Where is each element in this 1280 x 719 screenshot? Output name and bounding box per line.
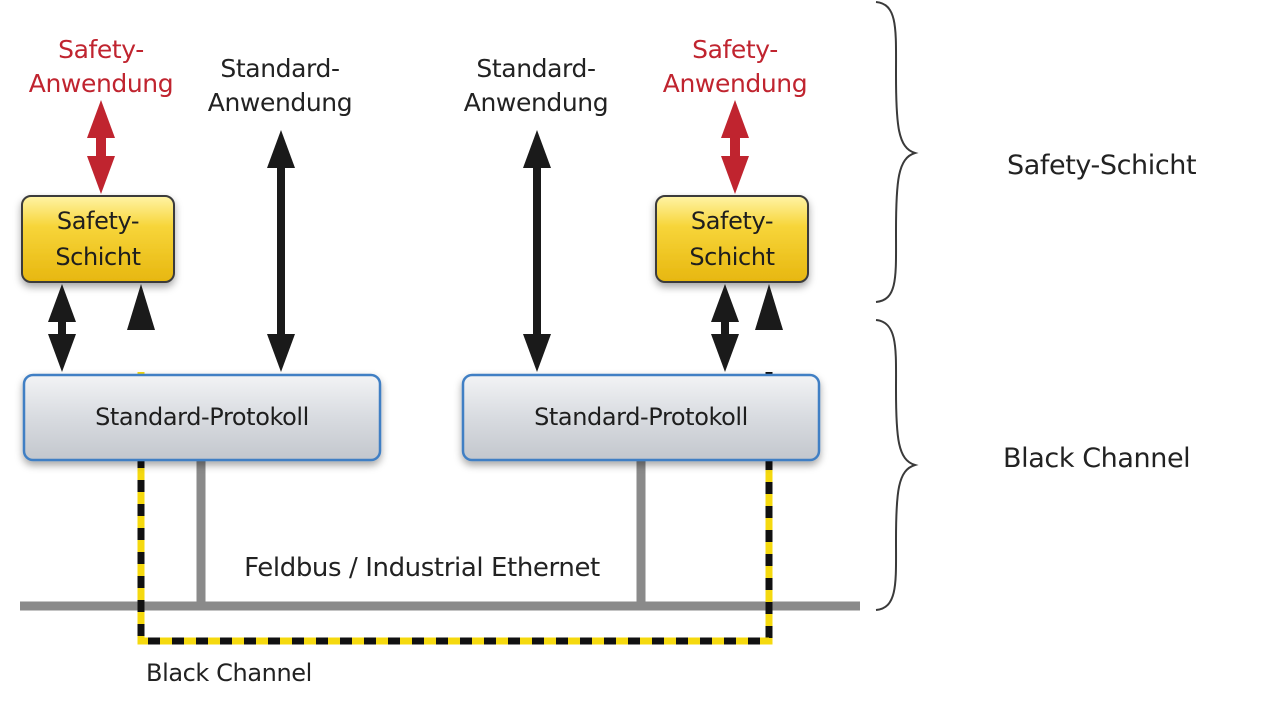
standard-arrow-right bbox=[523, 130, 551, 372]
safety-layer-left-label: Safety- Schicht bbox=[22, 203, 174, 275]
safety-application-right-line2: Anwendung bbox=[662, 69, 808, 98]
standard-application-left-line1: Standard- bbox=[220, 54, 340, 83]
layer-protocol-arrow-left bbox=[48, 284, 76, 372]
standard-application-right-line1: Standard- bbox=[476, 54, 596, 83]
fieldbus-label: Feldbus / Industrial Ethernet bbox=[244, 553, 600, 583]
safety-arrow-left bbox=[87, 100, 115, 194]
protocol-box-left bbox=[22, 373, 382, 462]
standard-application-right-label: Standard- Anwendung bbox=[451, 52, 621, 120]
bracket-upper-label: Safety-Schicht bbox=[1007, 150, 1197, 181]
bracket-lower-label: Black Channel bbox=[1003, 443, 1191, 474]
standard-application-right-line2: Anwendung bbox=[463, 88, 609, 117]
bracket-upper bbox=[875, 1, 919, 303]
standard-application-left-label: Standard- Anwendung bbox=[195, 52, 365, 120]
safety-application-left-line2: Anwendung bbox=[28, 69, 174, 98]
black-channel-arrowhead-left bbox=[127, 284, 155, 330]
safety-layer-right-label: Safety- Schicht bbox=[656, 203, 808, 275]
safety-application-left-line1: Safety- bbox=[58, 35, 144, 64]
black-channel-path bbox=[137, 372, 773, 645]
safety-application-right-line1: Safety- bbox=[692, 35, 778, 64]
safety-layer-left-line1: Safety- bbox=[56, 207, 140, 235]
black-channel-path-label: Black Channel bbox=[146, 659, 312, 687]
safety-arrow-right bbox=[721, 100, 749, 194]
standard-arrow-left bbox=[267, 130, 295, 372]
safety-application-right-label: Safety- Anwendung bbox=[650, 33, 820, 101]
layer-protocol-arrow-right bbox=[711, 284, 739, 372]
safety-layer-right-line1: Safety- bbox=[690, 207, 774, 235]
protocol-right-label: Standard-Protokoll bbox=[534, 403, 748, 431]
safety-layer-box-right bbox=[655, 195, 809, 283]
protocol-left-label: Standard-Protokoll bbox=[95, 403, 309, 431]
safety-layer-box-left bbox=[21, 195, 175, 283]
protocol-box-right bbox=[461, 373, 821, 462]
safety-layer-left-line2: Schicht bbox=[55, 243, 141, 271]
black-channel-arrowhead-right bbox=[755, 284, 783, 330]
safety-layer-right-line2: Schicht bbox=[689, 243, 775, 271]
safety-application-left-label: Safety- Anwendung bbox=[16, 33, 186, 101]
standard-application-left-line2: Anwendung bbox=[207, 88, 353, 117]
bracket-lower bbox=[875, 319, 919, 611]
